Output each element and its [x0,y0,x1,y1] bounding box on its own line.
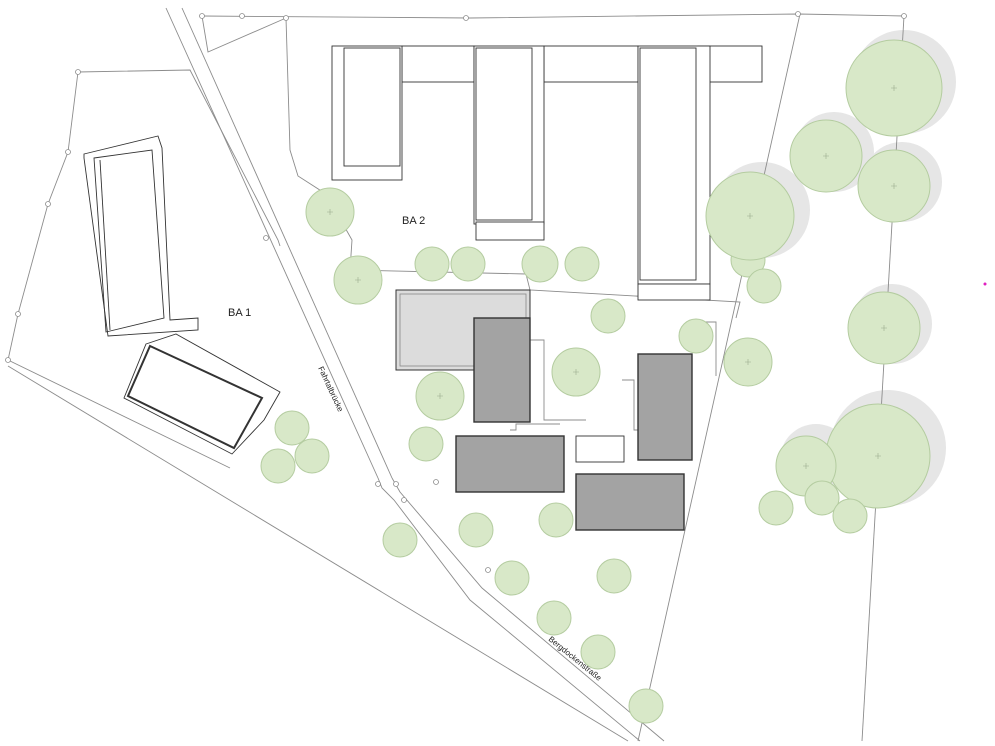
ba1-buildings [83,135,281,455]
ba2-new-buildings [395,289,693,531]
ba1-building-angled [123,333,281,455]
building-small-outline [575,435,625,463]
label-ba1: BA 1 [228,307,251,319]
building-dark-1 [473,317,531,423]
label-ba2: BA 2 [402,215,425,227]
survey-points [5,11,907,573]
reference-marker [983,282,987,286]
ba1-building-long [83,135,199,337]
building-dark-2 [455,435,565,493]
ba2-existing-buildings [331,45,763,301]
building-dark-4 [637,353,693,461]
tree-center-marks [327,85,897,469]
building-dark-3 [575,473,685,531]
site-boundary-lines [7,7,905,742]
